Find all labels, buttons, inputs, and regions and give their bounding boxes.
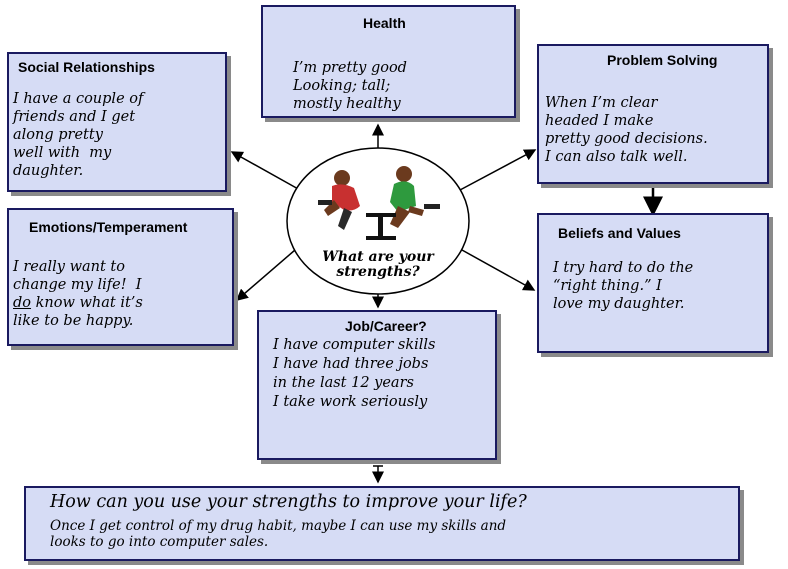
emotions-line-3: do know what it’s	[13, 294, 143, 312]
social-line-4: well with my	[13, 145, 112, 161]
center-question: What are your strengths?	[322, 249, 434, 280]
emotions-line-1: I really want to	[13, 259, 125, 275]
arrow-to-problem	[459, 149, 537, 191]
health-line-3: mostly healthy	[293, 96, 401, 112]
problem-line-3: pretty good decisions.	[545, 131, 708, 147]
job-career-box: Job/Career? I have computer skills I hav…	[257, 310, 497, 460]
beliefs-line-3: love my daughter.	[553, 296, 685, 312]
arrow-to-beliefs	[461, 249, 536, 291]
beliefs-title: Beliefs and Values	[558, 225, 681, 241]
problem-title: Problem Solving	[607, 52, 718, 68]
improve-life-line-1: Once I get control of my drug habit, may…	[50, 518, 507, 534]
job-line-2: I have had three jobs	[273, 356, 429, 372]
emotions-line-3-rest: know what it’s	[31, 295, 143, 311]
job-title: Job/Career?	[345, 318, 427, 334]
job-line-1: I have computer skills	[273, 337, 436, 353]
arrow-to-social	[230, 151, 301, 191]
problem-solving-box: Problem Solving When I’m clear headed I …	[537, 44, 769, 184]
improve-life-line-2: looks to go into computer sales.	[50, 534, 269, 550]
improve-life-question: How can you use your strengths to improv…	[50, 492, 527, 512]
health-box: Health I’m pretty good Looking; tall; mo…	[261, 5, 516, 118]
beliefs-line-2: “right thing.” I	[553, 278, 662, 294]
emotions-line-4: like to be happy.	[13, 313, 134, 329]
problem-line-1: When I’m clear	[545, 95, 658, 111]
exercising-people-illustration	[318, 166, 440, 240]
arrow-to-emotions	[235, 249, 296, 301]
social-relationships-box: Social Relationships I have a couple of …	[7, 52, 227, 192]
emotions-underlined-word: do	[13, 295, 32, 311]
health-line-2: Looking; tall;	[293, 78, 391, 94]
job-line-3: in the last 12 years	[273, 375, 414, 391]
problem-line-2: headed I make	[545, 113, 654, 129]
job-line-4: I take work seriously	[273, 394, 428, 410]
problem-line-4: I can also talk well.	[545, 149, 688, 165]
emotions-temperament-box: Emotions/Temperament I really want to ch…	[7, 208, 234, 346]
social-line-1: I have a couple of	[13, 91, 144, 107]
social-line-5: daughter.	[13, 163, 84, 179]
health-line-1: I’m pretty good	[293, 60, 407, 76]
health-title: Health	[363, 15, 406, 31]
improve-life-box: How can you use your strengths to improv…	[24, 486, 740, 561]
social-line-3: along pretty	[13, 127, 103, 143]
beliefs-line-1: I try hard to do the	[553, 260, 694, 276]
beliefs-values-box: Beliefs and Values I try hard to do the …	[537, 213, 769, 353]
emotions-line-2: change my life! I	[13, 277, 142, 293]
emotions-title: Emotions/Temperament	[29, 219, 188, 235]
social-line-2: friends and I get	[13, 109, 136, 125]
social-title: Social Relationships	[18, 59, 155, 75]
